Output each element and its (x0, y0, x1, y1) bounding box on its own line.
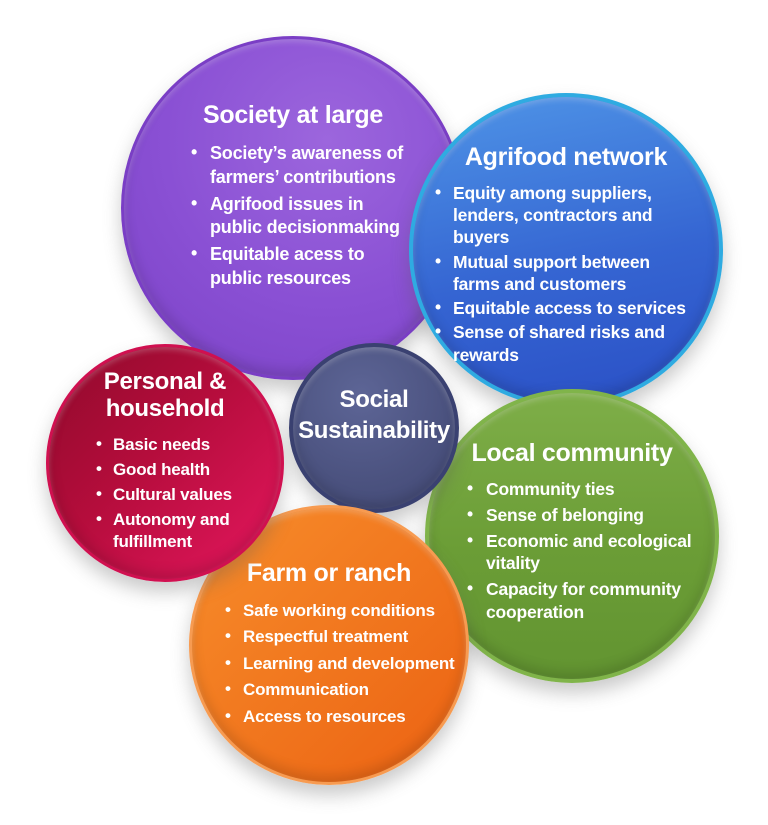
local-bullet-list: Community ties Sense of belonging Econom… (467, 477, 705, 624)
farm-title: Farm or ranch (246, 559, 412, 587)
farm-bullet-list: Safe working conditions Respectful treat… (225, 599, 457, 728)
bullet-item: Society’s awareness of farmers’ contribu… (191, 141, 423, 190)
circle-farm-or-ranch: Farm or ranch Safe working conditions Re… (189, 505, 469, 785)
bullet-item: Autonomy and fulfillment (96, 508, 256, 553)
bullet-item: Economic and ecological vitality (467, 529, 705, 576)
society-title: Society at large (202, 101, 383, 129)
bullet-item: Equitable acess to public resources (191, 242, 423, 291)
local-title: Local community (471, 439, 673, 467)
bullet-item: Equitable access to services (435, 296, 703, 319)
bullet-item: Basic needs (96, 433, 256, 456)
society-bullet-list: Society’s awareness of farmers’ contribu… (191, 141, 423, 291)
personal-bullet-list: Basic needs Good health Cultural values … (96, 433, 256, 553)
personal-title: Personal & household (103, 368, 227, 422)
bullet-item: Agrifood issues in public decisionmaking (191, 192, 423, 241)
agrifood-bullet-list: Equity among suppliers, lenders, contrac… (435, 181, 703, 366)
bullet-item: Sense of belonging (467, 503, 705, 527)
bullet-item: Equity among suppliers, lenders, contrac… (435, 181, 703, 249)
bullet-item: Communication (225, 678, 457, 701)
bullet-item: Sense of shared risks and rewards (435, 320, 703, 365)
circle-local-community: Local community Community ties Sense of … (425, 389, 719, 683)
circle-social-sustainability: Social Sustainability (289, 343, 459, 513)
bullet-item: Mutual support between farms and custome… (435, 250, 703, 295)
agrifood-title: Agrifood network (464, 143, 668, 171)
bullet-item: Community ties (467, 477, 705, 501)
circle-personal-household: Personal & household Basic needs Good he… (46, 344, 284, 582)
bullet-item: Safe working conditions (225, 599, 457, 622)
bullet-item: Respectful treatment (225, 625, 457, 648)
bullet-item: Access to resources (225, 705, 457, 728)
circle-society-at-large: Society at large Society’s awareness of … (121, 36, 465, 380)
bullet-item: Good health (96, 458, 256, 481)
bullet-item: Learning and development (225, 652, 457, 675)
circle-agrifood-network: Agrifood network Equity among suppliers,… (409, 93, 723, 407)
bullet-item: Capacity for community cooperation (467, 577, 705, 624)
bullet-item: Cultural values (96, 483, 256, 506)
center-title: Social Sustainability (298, 386, 450, 445)
